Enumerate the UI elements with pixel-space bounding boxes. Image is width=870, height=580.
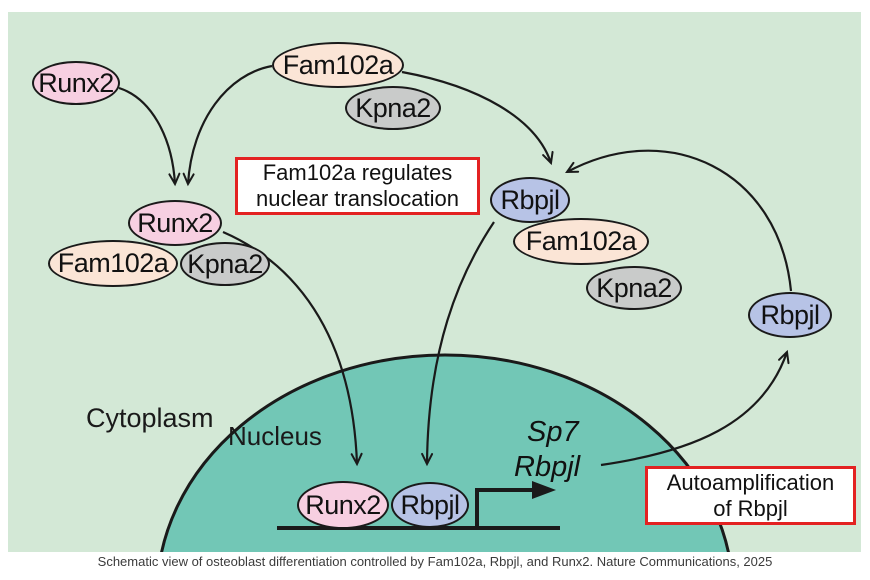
arrow-rbpjl-nuclear-import [421,221,495,467]
callout-autoamplification-line2: of Rbpjl [713,495,788,521]
callout-autoamplification-line1: Autoamplification [666,469,835,495]
molecule-fam102a-complex: Fam102a [48,240,178,287]
molecule-rbpjl-nuclear: Rbpjl [391,482,469,528]
molecule-runx2-complex: Runx2 [128,200,222,246]
gene-sp7-label: Sp7 [527,416,579,448]
molecule-runx2-nuclear: Runx2 [297,481,389,529]
molecule-kpna2-rbpjl: Kpna2 [586,266,682,310]
arrow-rbpjl-recycle [565,149,793,292]
molecule-runx2-free: Runx2 [32,61,120,105]
arrow-fam102a-to-runx2-complex [182,64,273,187]
molecule-kpna2-complex: Kpna2 [180,242,270,286]
nucleus-label: Nucleus [228,421,322,451]
figure-caption: Schematic view of osteoblast differentia… [97,554,773,569]
arrow-rbpjl-autoamplification [600,349,790,467]
transcription-start-arrow [475,481,556,526]
molecule-fam102a-shuttle: Fam102a [272,42,404,88]
arrow-runx2-to-complex [118,86,181,187]
gene-rbpjl-label: Rbpjl [514,451,581,483]
molecule-kpna2-shuttle: Kpna2 [345,86,441,130]
cytoplasm-label: Cytoplasm [86,403,214,433]
callout-translocation-line2: nuclear translocation [255,186,459,211]
callout-nuclear-translocation: Fam102a regulates nuclear translocation [235,157,480,215]
callout-translocation-line1: Fam102a regulates [262,160,453,185]
molecule-fam102a-rbpjl: Fam102a [513,218,649,265]
arrow-fam102a-to-rbpjl-complex [401,70,554,166]
callout-autoamplification: Autoamplification of Rbpjl [645,466,856,525]
molecule-rbpjl-complex: Rbpjl [490,177,570,223]
molecule-rbpjl-autoamplified: Rbpjl [748,292,832,338]
